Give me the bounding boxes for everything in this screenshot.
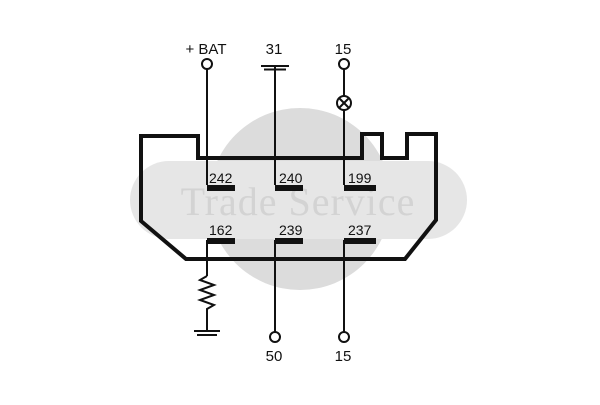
watermark-band: [130, 161, 467, 239]
terminal-label-31: 31: [266, 41, 283, 58]
wires: [206, 66, 345, 332]
pin-label-242: 242: [209, 170, 233, 186]
resistor-icon: [197, 275, 217, 312]
pin-contact-162: [207, 238, 235, 244]
pin-contact-240: [275, 185, 303, 191]
ground-icon: [261, 65, 289, 71]
terminal-label-15-top: 15: [335, 41, 352, 58]
connector-housing: [139, 132, 438, 261]
terminal-ring-icon: [269, 331, 281, 343]
terminal-label-15-bottom: 15: [335, 348, 352, 365]
pin-contacts: [207, 185, 376, 244]
pin-label-162: 162: [209, 222, 233, 238]
terminal-ring-icon: [338, 58, 350, 70]
pin-label-199: 199: [348, 170, 372, 186]
terminal-ring-icon: [201, 58, 213, 70]
pin-contact-242: [207, 185, 235, 191]
pin-label-239: 239: [279, 222, 303, 238]
terminal-label-50: 50: [266, 348, 283, 365]
pin-label-240: 240: [279, 170, 303, 186]
lamp-icon: [336, 95, 352, 111]
ground-icon: [194, 330, 220, 336]
terminal-ring-icon: [338, 331, 350, 343]
pin-contact-199: [344, 185, 376, 191]
pin-contact-239: [275, 238, 303, 244]
pin-label-237: 237: [348, 222, 372, 238]
terminal-rings: [201, 58, 350, 343]
terminal-label-bat: + BAT: [186, 41, 227, 58]
pin-contact-237: [344, 238, 376, 244]
